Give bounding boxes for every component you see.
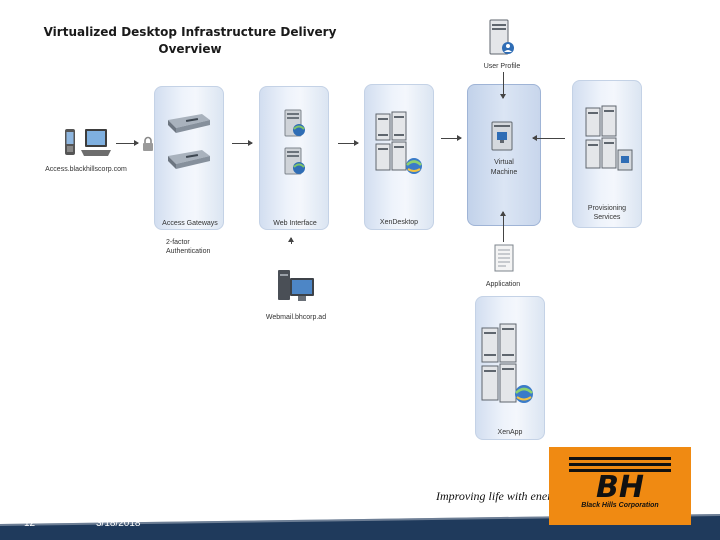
lock-icon	[143, 136, 153, 151]
arrow-xendesktop-to-vm	[441, 135, 462, 141]
arrow-provisioning-to-vm	[532, 135, 565, 141]
server-cluster-icon	[375, 111, 422, 174]
web-server-icon	[284, 147, 305, 175]
bh-logo-mark: BH	[569, 457, 671, 505]
virtual-machine-label-line2: Machine	[490, 169, 518, 176]
application-label: Application	[485, 281, 521, 288]
arrow-web-to-xendesktop	[338, 140, 359, 146]
arrow-gateways-to-web	[232, 140, 253, 146]
provisioning-server-icon	[585, 105, 633, 171]
user-profile-server-icon	[489, 19, 514, 55]
gateway-appliance-icon	[168, 114, 210, 133]
web-interface-label: Web Interface	[273, 220, 317, 227]
company-tagline: Improving life with energy	[436, 489, 563, 503]
web-server-icon	[284, 109, 305, 137]
virtual-machine-panel	[467, 84, 541, 226]
access-gateways-label: Access Gateways	[162, 220, 218, 227]
page-title: Virtualized Desktop Infrastructure Deliv…	[43, 25, 337, 56]
xendesktop-label: XenDesktop	[379, 219, 419, 226]
virtual-machine-icon	[491, 121, 513, 151]
user-profile-label: User Profile	[483, 63, 521, 70]
arrow-profile-to-vm	[500, 72, 506, 99]
gateway-appliance-icon	[168, 150, 210, 169]
application-document-icon	[494, 244, 514, 272]
laptop-icon	[81, 129, 111, 156]
phone-icon	[65, 129, 75, 155]
xenapp-label: XenApp	[497, 429, 523, 436]
xenapp-server-cluster-icon	[481, 323, 533, 403]
logo-letters: BH	[596, 470, 644, 505]
workstation-icon	[278, 270, 314, 301]
page-number: 12	[24, 518, 36, 529]
arrow-webmail-to-web	[288, 237, 294, 244]
webmail-label: Webmail.bhcorp.ad	[265, 314, 327, 321]
provisioning-label: Provisioning	[587, 205, 627, 212]
logo-company-name: Black Hills Corporation	[581, 502, 659, 509]
virtual-machine-label: Virtual	[494, 159, 514, 166]
company-logo: BH Black Hills Corporation	[549, 447, 691, 525]
footer-date: 3/18/2018	[96, 518, 141, 529]
arrow-devices-to-gateways	[116, 140, 139, 146]
two-factor-label-line2: Authentication	[166, 248, 211, 255]
provisioning-label-line2: Services	[593, 214, 621, 221]
arrow-application-to-vm	[500, 211, 506, 242]
footer-bar	[0, 514, 720, 540]
access-label: Access.blackhillscorp.com	[45, 166, 127, 173]
two-factor-label: 2-factor	[166, 239, 190, 246]
